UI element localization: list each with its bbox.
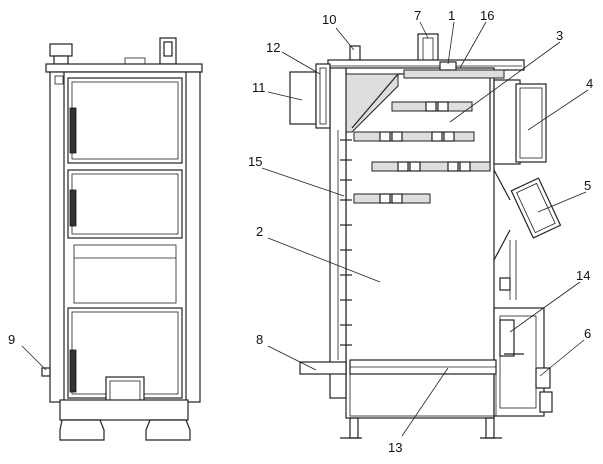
- baffle-plates: [353, 101, 491, 204]
- label-13: 13: [388, 440, 402, 455]
- front-drain-fitting: [41, 367, 51, 377]
- label-2: 2: [256, 224, 263, 239]
- label-1: 1: [448, 8, 455, 23]
- front-upper-handle: [69, 107, 77, 154]
- front-foot-right: [145, 419, 191, 441]
- supply-flange: [315, 63, 331, 129]
- front-upper-door: [67, 77, 183, 164]
- label-5: 5: [584, 178, 591, 193]
- label-7: 7: [414, 8, 421, 23]
- front-middle-door: [67, 169, 183, 239]
- label-9: 9: [8, 332, 15, 347]
- front-flue-stub: [49, 43, 73, 57]
- front-top-cover: [45, 63, 203, 73]
- top-fitting: [349, 45, 361, 61]
- label-16: 16: [480, 8, 494, 23]
- label-8: 8: [256, 332, 263, 347]
- front-middle-handle: [69, 189, 77, 227]
- flue-gas-duct: [403, 69, 505, 79]
- front-lower-handle: [69, 349, 77, 393]
- section-view: [289, 33, 562, 439]
- middle-door: [510, 177, 562, 239]
- water-tubes: [340, 139, 352, 346]
- front-view: [41, 37, 203, 441]
- front-foot-left: [59, 419, 105, 441]
- label-6: 6: [584, 326, 591, 341]
- upper-door: [493, 79, 547, 165]
- label-14: 14: [576, 268, 590, 283]
- label-15: 15: [248, 154, 262, 169]
- label-11: 11: [252, 80, 266, 95]
- label-3: 3: [556, 28, 563, 43]
- part-labels: 1 2 3 4 5 6 7 8 9 10 11 12 13 14 15 16: [8, 8, 593, 455]
- label-10: 10: [322, 12, 336, 27]
- return-pipe: [299, 361, 347, 375]
- label-4: 4: [586, 76, 593, 91]
- leader-lines: [21, 21, 589, 437]
- air-regulator: [499, 319, 515, 357]
- label-12: 12: [266, 40, 280, 55]
